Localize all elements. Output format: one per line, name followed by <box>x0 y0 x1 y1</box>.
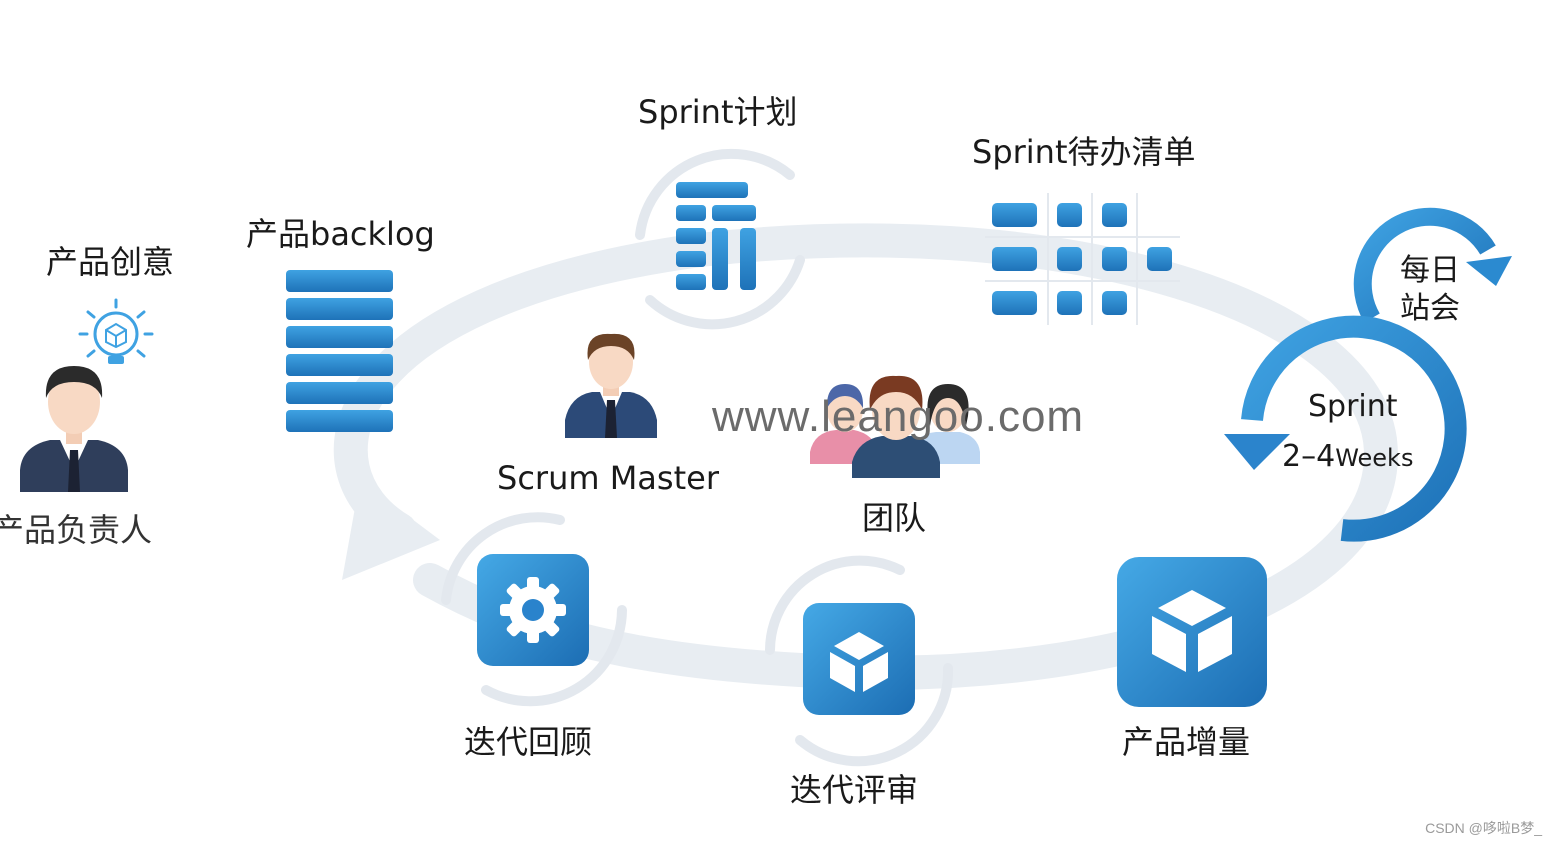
sprint-duration: 2–4Weeks <box>1282 442 1413 472</box>
sprint-cycle-icon <box>1224 315 1467 542</box>
retrospective-icon <box>441 512 627 707</box>
increment-icon <box>1117 557 1267 707</box>
sprint-backlog-icon <box>985 193 1180 325</box>
daily-standup-label-line2: 站会 <box>1400 291 1460 326</box>
watermark-text: www.leangoo.com <box>712 392 1085 441</box>
review-label: 迭代评审 <box>790 771 919 809</box>
sprint-planning-label: Sprint计划 <box>638 93 798 131</box>
team-avatars <box>810 375 980 478</box>
scrum-master-label: Scrum Master <box>497 459 719 497</box>
product-owner-avatar <box>20 366 128 492</box>
sprint-duration-number: 2–4 <box>1282 439 1336 474</box>
sprint-duration-unit: Weeks <box>1335 444 1414 472</box>
product-owner-label: 产品负责人 <box>0 511 153 549</box>
daily-standup-label-line1: 每日 <box>1400 253 1460 288</box>
lightbulb-icon <box>78 298 154 364</box>
scrum-master-avatar <box>565 333 657 438</box>
product-backlog-label: 产品backlog <box>246 215 435 253</box>
product-idea-label: 产品创意 <box>46 243 175 281</box>
process-loop <box>333 223 1398 690</box>
sprint-planning-icon <box>635 148 805 330</box>
daily-standup-cycle-icon <box>1353 207 1512 323</box>
increment-label: 产品增量 <box>1122 723 1251 761</box>
credit-text: CSDN @哆啦B梦_ <box>1425 820 1542 836</box>
review-icon <box>765 555 954 767</box>
loop-arrowhead <box>342 480 440 580</box>
sprint-cycle-title: Sprint <box>1308 389 1398 424</box>
sprint-backlog-label: Sprint待办清单 <box>972 133 1196 171</box>
team-label: 团队 <box>862 499 927 537</box>
product-backlog-icon <box>286 270 393 432</box>
gear-icon <box>500 577 566 643</box>
cube-icon-large <box>1152 590 1232 672</box>
retrospective-label: 迭代回顾 <box>464 723 593 761</box>
cube-icon <box>830 632 888 692</box>
